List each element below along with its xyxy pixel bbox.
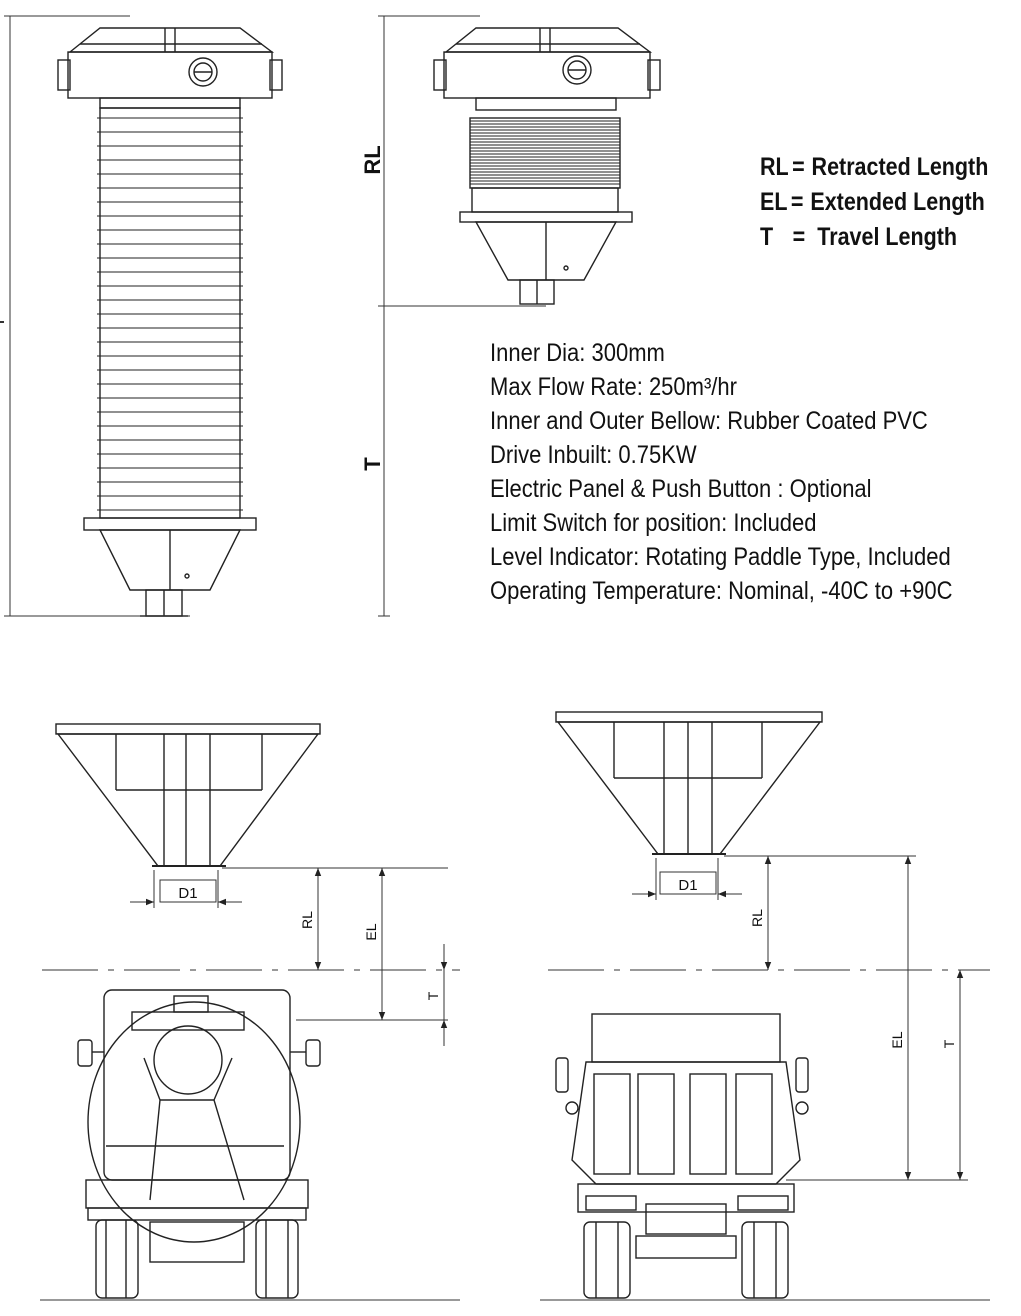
dim-label-d1-right: D1: [678, 877, 697, 894]
mixer-truck: [77, 989, 321, 1299]
spec-drive: Drive Inbuilt: 0.75KW: [490, 441, 697, 469]
dim-label-d1-left: D1: [178, 885, 197, 902]
dim-label-t-right: T: [941, 1039, 957, 1048]
dim-label-el-left: EL: [363, 923, 379, 940]
specifications-list: Inner Dia: 300mm Max Flow Rate: 250m³/hr…: [490, 336, 952, 608]
extended-spout: [57, 27, 283, 617]
spec-bellow-material: Inner and Outer Bellow: Rubber Coated PV…: [490, 407, 928, 435]
legend-abbr: T: [760, 223, 774, 251]
spec-limit-switch: Limit Switch for position: Included: [490, 509, 817, 537]
legend-row-el: EL = Extended Length: [760, 185, 988, 220]
spec-label: Inner Dia: [490, 339, 580, 367]
spec-operating-temperature: Operating Temperature: Nominal, -40C to …: [490, 577, 953, 605]
legend-text: Extended Length: [810, 188, 985, 216]
legend-equals: =: [792, 223, 806, 251]
spec-value: Included: [733, 509, 817, 537]
spec-max-flow-rate: Max Flow Rate: 250m³/hr: [490, 373, 737, 401]
dims-right: [632, 855, 968, 1181]
spec-value: 300mm: [591, 339, 665, 367]
abbreviation-legend: RL = Retracted Length EL = Extended Leng…: [760, 150, 988, 255]
dim-label-t-top: T: [360, 457, 385, 471]
dump-truck: [555, 1013, 809, 1299]
dim-label-t-left: T: [425, 991, 441, 1000]
spec-label: Operating Temperature: [490, 577, 716, 605]
legend-abbr: RL: [760, 153, 789, 181]
retracted-spout: [433, 27, 661, 305]
legend-row-t: T = Travel Length: [760, 220, 988, 255]
spec-value: Rubber Coated PVC: [727, 407, 928, 435]
hopper-right: [555, 711, 823, 855]
spec-label: Drive Inbuilt: [490, 441, 607, 469]
spec-inner-dia: Inner Dia: 300mm: [490, 339, 665, 367]
dim-label-rl-top: RL: [360, 145, 385, 174]
spec-label: Max Flow Rate: [490, 373, 637, 401]
dim-label-rl-right: RL: [749, 909, 765, 927]
spec-label: Level Indicator: [490, 543, 634, 571]
top-dimensions: [0, 15, 546, 617]
dim-label-el-right: EL: [889, 1031, 905, 1048]
legend-equals: =: [790, 188, 804, 216]
spec-label: Electric Panel & Push Button: [490, 475, 778, 503]
legend-abbr: EL: [760, 188, 788, 216]
dims-left: [130, 867, 448, 1046]
spec-level-indicator: Level Indicator: Rotating Paddle Type, I…: [490, 543, 951, 571]
spec-value: 250m³/hr: [648, 373, 737, 401]
legend-text: Travel Length: [817, 223, 958, 251]
spec-value: 0.75KW: [618, 441, 697, 469]
hopper-left: [55, 723, 321, 867]
spec-label: Limit Switch for position: [490, 509, 722, 537]
d1-box-right: [659, 871, 717, 895]
legend-equals: =: [792, 153, 805, 181]
spec-value: Optional: [789, 475, 872, 503]
spec-electric-panel: Electric Panel & Push Button : Optional: [490, 475, 872, 503]
dim-label-rl-left: RL: [299, 911, 315, 929]
legend-text: Retracted Length: [811, 153, 989, 181]
spec-value: Nominal, -40C to +90C: [728, 577, 953, 605]
spec-value: Rotating Paddle Type, Included: [645, 543, 951, 571]
spec-label: Inner and Outer Bellow: [490, 407, 716, 435]
d1-box-left: [159, 879, 217, 903]
legend-row-rl: RL = Retracted Length: [760, 150, 988, 185]
